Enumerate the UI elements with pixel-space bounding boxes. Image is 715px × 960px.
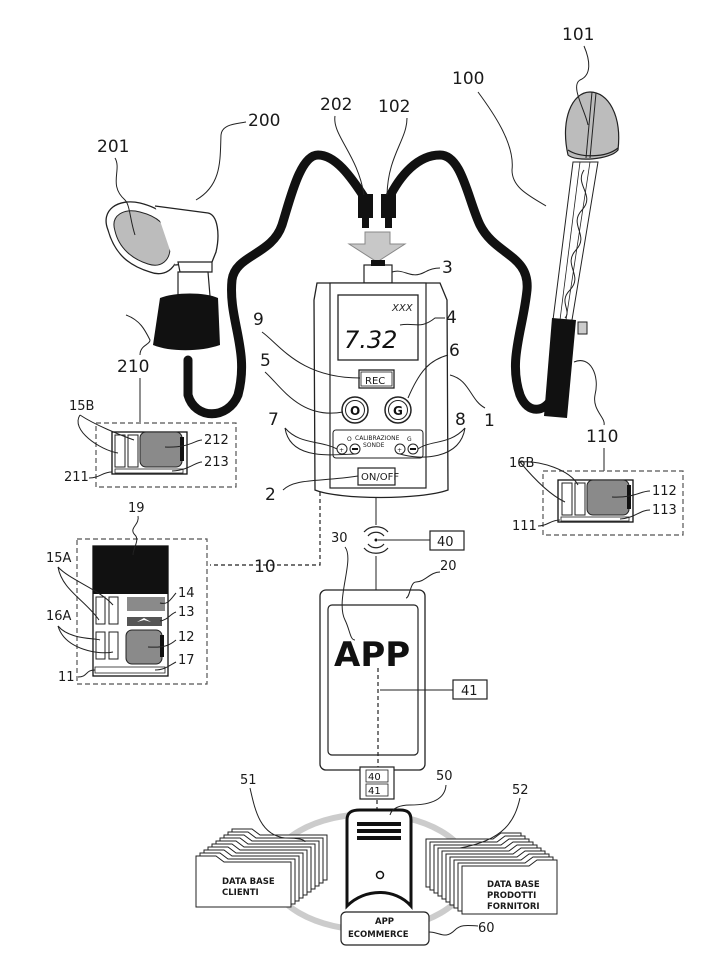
db-clients-line1: DATA BASE [222,877,275,887]
ref-102: 102 [378,97,410,117]
connector-3 [363,264,393,284]
folder-sheet [195,855,292,908]
plug-202 [358,194,373,228]
plug-102 [381,194,396,228]
stack-ref-40: 40 [368,772,381,783]
display-unit: XXX [391,303,414,314]
ref-17: 17 [178,653,195,668]
svg-text:+: + [339,447,344,454]
ref-5: 5 [260,351,271,371]
ref-15b: 15B [69,399,94,414]
ref-110: 110 [586,427,618,447]
calibration-panel: CALIBRAZIONE SONDE O G [332,429,424,459]
app-ecommerce-box[interactable]: APP ECOMMERCE [340,911,430,946]
probe-right-tip [564,91,620,160]
ref-2: 2 [265,485,276,505]
display-value: 7.32 [344,326,397,354]
meter-device: XXX 7.32 REC O G CALIBRAZIONE SONDE O G … [313,260,449,499]
ref-16a: 16A [46,609,72,624]
probe-left [105,201,220,351]
ref-51: 51 [240,773,257,788]
database-clients: DATA BASE CLIENTI [195,828,328,908]
calibration-title-1: CALIBRAZIONE [355,435,400,442]
ref-10: 10 [254,557,276,577]
onoff-label: ON/OFF [361,472,399,483]
calib-o-plus-button[interactable]: + [336,443,348,455]
db-suppliers-line3: FORNITORI [487,902,540,912]
circuit-antenna-13 [127,617,162,626]
ref-7: 7 [268,410,279,430]
ref-3: 3 [442,258,453,278]
ref-40: 40 [437,535,454,550]
button-o[interactable]: O [341,396,369,424]
app-label: APP [334,635,410,675]
ref-20: 20 [440,559,457,574]
ref-6: 6 [449,341,460,361]
rec-label: REC [365,376,385,387]
ecommerce-line1: APP [375,917,394,927]
database-suppliers: DATA BASE PRODOTTI FORNITORI [425,832,558,915]
cable-left-probe [183,150,371,419]
ref-14: 14 [178,586,195,601]
svg-text:+: + [397,447,402,454]
ref-111: 111 [512,519,537,534]
ref-212: 212 [204,433,229,448]
wireless-signal-icon [363,526,389,554]
ref-9: 9 [253,310,264,330]
button-o-label: O [350,404,360,418]
button-g[interactable]: G [384,396,412,424]
ref-19: 19 [128,501,145,516]
smartphone [319,589,426,771]
server-tower [345,808,413,910]
db-suppliers-line1: DATA BASE [487,880,540,890]
cable-right-probe [383,150,557,414]
ref-4: 4 [446,308,457,328]
stack-ref-41: 41 [368,786,381,797]
ref-200: 200 [248,111,280,131]
ref-211: 211 [64,470,89,485]
ref-52: 52 [512,783,529,798]
ref-213: 213 [204,455,229,470]
ref-202: 202 [320,95,352,115]
folder-sheet [461,859,558,915]
ref-100: 100 [452,69,484,89]
button-g-label: G [393,404,403,418]
ref-112: 112 [652,484,677,499]
display-4 [337,294,419,361]
module-110 [542,470,684,536]
calib-o-letter: O [347,436,352,443]
ref-15a: 15A [46,551,72,566]
rec-button[interactable]: REC [358,369,395,389]
ref-60: 60 [478,921,495,936]
circuit-10 [76,538,208,685]
ref-113: 113 [652,503,677,518]
circuit-display-19 [93,546,168,594]
calib-o-minus-button[interactable] [349,443,361,455]
ref-12: 12 [178,630,195,645]
ref-1: 1 [484,411,495,431]
calibration-title-2: SONDE [363,442,385,449]
ref-50: 50 [436,769,453,784]
circuit-memory-14 [127,597,165,611]
calib-g-letter: G [407,436,412,443]
onoff-button[interactable]: ON/OFF [357,467,399,486]
ref-210: 210 [117,357,149,377]
ref-8: 8 [455,410,466,430]
probe-right [544,91,620,418]
calib-g-plus-button[interactable]: + [394,443,406,455]
ecommerce-line2: ECOMMERCE [348,930,409,940]
ref-11: 11 [58,670,75,685]
insertion-arrow [347,231,407,263]
ref-30: 30 [331,531,348,546]
calib-g-minus-button[interactable] [407,443,419,455]
ref-201: 201 [97,137,129,157]
module-210 [95,422,237,488]
db-clients-line2: CLIENTI [222,888,259,898]
ref-101: 101 [562,25,594,45]
ref-41: 41 [461,684,478,699]
ref-13: 13 [178,605,195,620]
db-suppliers-line2: PRODOTTI [487,891,536,901]
